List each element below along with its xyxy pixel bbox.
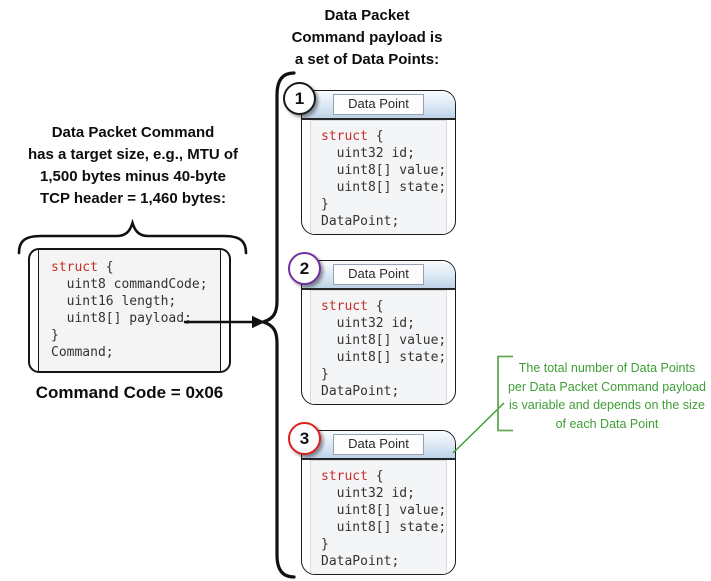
payload-set-brace bbox=[256, 71, 296, 579]
code-line: uint8[] value; bbox=[321, 163, 447, 178]
code-line: uint8[] state; bbox=[321, 350, 447, 365]
command-struct-code: struct { uint8 commandCode; uint16 lengt… bbox=[51, 259, 220, 361]
badge-number: 3 bbox=[299, 428, 310, 448]
card-title: Data Point bbox=[333, 264, 424, 285]
datapoint-struct-code: struct { uint32 id; uint8[] value; uint8… bbox=[321, 299, 447, 399]
step-badge-3: 3 bbox=[288, 422, 321, 455]
annotation-line: The total number of Data Points bbox=[518, 361, 696, 375]
code-line: Command; bbox=[51, 345, 114, 360]
data-point-card-2: Data Point struct { uint32 id; uint8[] v… bbox=[301, 260, 456, 405]
card-header: Data Point bbox=[302, 91, 455, 120]
badge-number: 1 bbox=[294, 88, 305, 108]
code-line: uint32 id; bbox=[321, 316, 415, 331]
code-line: } bbox=[321, 367, 329, 382]
code-line: uint16 length; bbox=[51, 294, 177, 309]
annotation-connector-line bbox=[452, 402, 505, 454]
badge-number: 2 bbox=[299, 258, 310, 278]
struct-keyword: struct bbox=[51, 260, 98, 275]
title-line: Command payload is bbox=[291, 29, 443, 46]
note-line: TCP header = 1,460 bytes: bbox=[39, 190, 227, 207]
code-line: } bbox=[321, 197, 329, 212]
code-line: } bbox=[321, 537, 329, 552]
annotation-line: of each Data Point bbox=[555, 416, 659, 431]
datapoint-struct-code: struct { uint32 id; uint8[] value; uint8… bbox=[321, 469, 447, 569]
note-line: Data Packet Command bbox=[51, 124, 215, 141]
code-line: uint8[] value; bbox=[321, 503, 447, 518]
code-line: } bbox=[51, 328, 59, 343]
data-point-card-1: Data Point struct { uint32 id; uint8[] v… bbox=[301, 90, 456, 235]
title-line: Data Packet bbox=[324, 7, 410, 24]
code-line: uint8 commandCode; bbox=[51, 277, 208, 292]
note-line: 1,500 bytes minus 40-byte bbox=[40, 168, 226, 185]
code-line: uint8[] state; bbox=[321, 520, 447, 535]
struct-keyword: struct bbox=[321, 299, 368, 314]
card-title: Data Point bbox=[333, 94, 424, 115]
code-line: DataPoint; bbox=[321, 384, 400, 399]
code-line: DataPoint; bbox=[321, 214, 400, 229]
mtu-note: Data Packet Command has a target size, e… bbox=[8, 122, 258, 210]
command-code-caption: Command Code = 0x06 bbox=[35, 383, 224, 402]
note-line: has a target size, e.g., MTU of bbox=[27, 146, 239, 163]
title-line: a set of Data Points: bbox=[294, 51, 440, 68]
diagram-title: Data Packet Command payload is a set of … bbox=[250, 5, 484, 71]
card-body: struct { uint32 id; uint8[] value; uint8… bbox=[310, 120, 447, 234]
step-badge-1: 1 bbox=[283, 82, 316, 115]
card-title: Data Point bbox=[333, 434, 424, 455]
code-line: uint32 id; bbox=[321, 146, 415, 161]
datapoint-struct-code: struct { uint32 id; uint8[] value; uint8… bbox=[321, 129, 447, 229]
code-line: uint32 id; bbox=[321, 486, 415, 501]
step-badge-2: 2 bbox=[288, 252, 321, 285]
annotation-line: is variable and depends on the size bbox=[509, 398, 705, 412]
code-line: uint8[] payload; bbox=[51, 311, 192, 326]
code-line: uint8[] value; bbox=[321, 333, 447, 348]
command-struct-box: struct { uint8 commandCode; uint16 lengt… bbox=[28, 248, 231, 373]
struct-keyword: struct bbox=[321, 129, 368, 144]
annotation-note: The total number of Data Points per Data… bbox=[504, 359, 710, 433]
card-body: struct { uint32 id; uint8[] value; uint8… bbox=[310, 290, 447, 404]
code-line: DataPoint; bbox=[321, 554, 400, 569]
card-header: Data Point bbox=[302, 261, 455, 290]
annotation-line: per Data Packet Command payload bbox=[507, 379, 707, 394]
card-header: Data Point bbox=[302, 431, 455, 460]
payload-arrow-head bbox=[252, 315, 265, 329]
card-body: struct { uint32 id; uint8[] value; uint8… bbox=[310, 460, 447, 574]
struct-keyword: struct bbox=[321, 469, 368, 484]
code-line: uint8[] state; bbox=[321, 180, 447, 195]
command-struct-panel: struct { uint8 commandCode; uint16 lengt… bbox=[38, 250, 221, 371]
data-point-card-3: Data Point struct { uint32 id; uint8[] v… bbox=[301, 430, 456, 575]
